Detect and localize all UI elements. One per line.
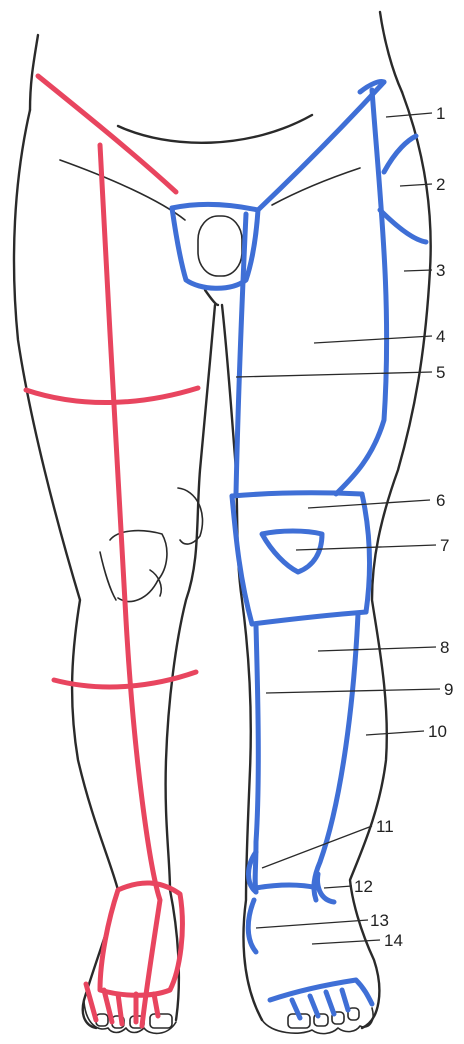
blue-ankle-band [256, 885, 318, 888]
label-1: 1 [436, 104, 445, 123]
label-4: 4 [436, 327, 445, 346]
label-9: 9 [444, 680, 453, 699]
callouts: 1 2 3 4 5 6 7 8 9 10 11 12 13 14 [236, 104, 453, 950]
blue-outer-thigh [336, 90, 387, 494]
red-inguinal-line [38, 76, 176, 192]
blue-patella [262, 531, 322, 572]
blue-knee-lower [252, 612, 366, 624]
blue-leg-lateral [314, 614, 358, 900]
label-11: 11 [376, 817, 394, 836]
red-ankle-ring [100, 883, 182, 995]
label-7: 7 [440, 536, 449, 555]
label-6: 6 [436, 491, 445, 510]
red-knee-line [54, 672, 196, 687]
label-2: 2 [436, 175, 445, 194]
blue-knee-upper [232, 493, 362, 496]
blue-foot-medial [248, 900, 256, 952]
blue-foot-dorsum [270, 980, 372, 1004]
label-14: 14 [384, 931, 403, 950]
label-13: 13 [370, 911, 389, 930]
label-8: 8 [440, 638, 449, 657]
label-12: 12 [354, 877, 373, 896]
label-3: 3 [436, 261, 445, 280]
blue-inguinal-line [258, 82, 384, 210]
blue-knee-sides [232, 494, 369, 624]
label-10: 10 [428, 722, 447, 741]
label-5: 5 [436, 363, 445, 382]
blue-genital-oval [198, 216, 242, 276]
